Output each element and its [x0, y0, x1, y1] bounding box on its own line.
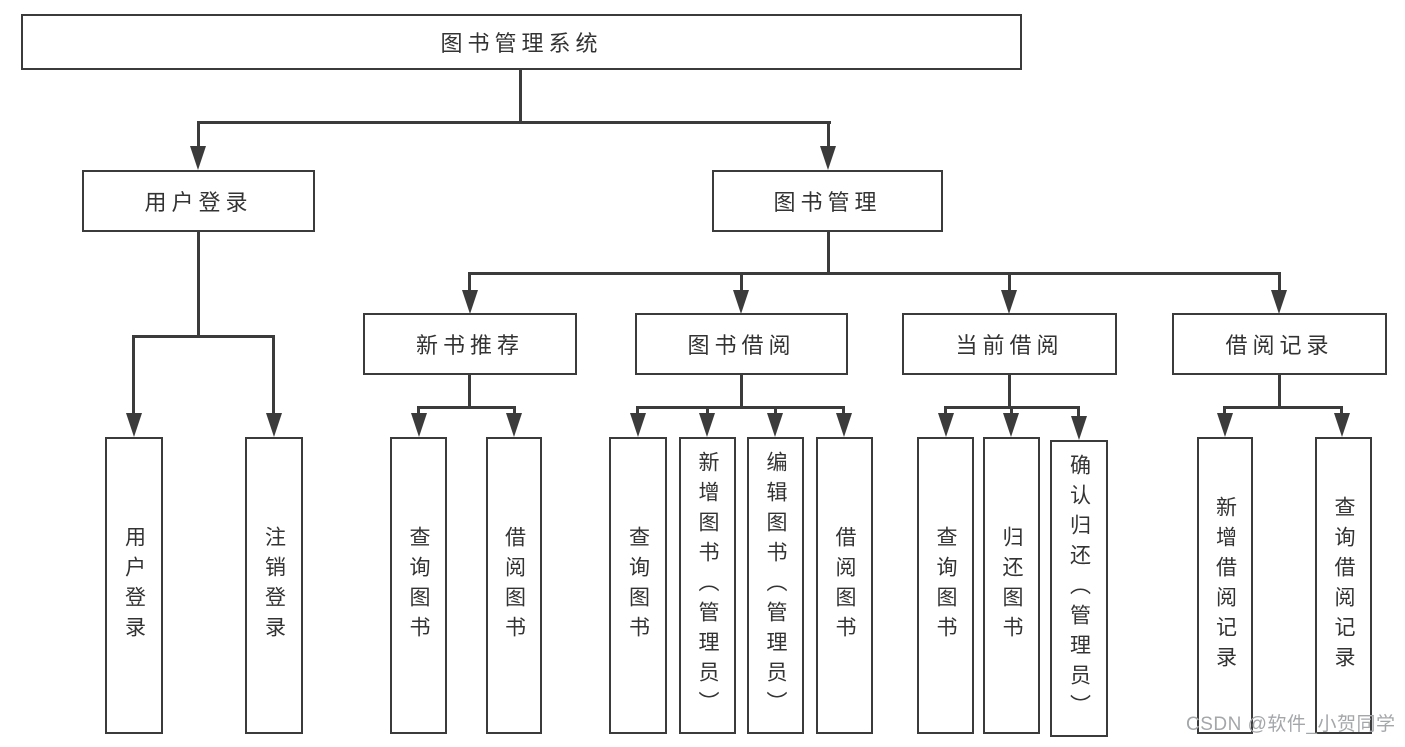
connector-line — [944, 406, 947, 415]
arrowhead-down-icon — [190, 146, 206, 170]
node-borrowing-records: 借阅记录 — [1172, 313, 1387, 375]
connector-line — [197, 121, 831, 124]
connector-line — [740, 375, 743, 408]
connector-line — [272, 335, 275, 415]
leaf-borrow-books-recommend: 借阅图书 — [486, 437, 542, 734]
arrowhead-down-icon — [820, 146, 836, 170]
node-user-login: 用户登录 — [82, 170, 315, 232]
arrowhead-down-icon — [938, 413, 954, 437]
connector-line — [1340, 406, 1343, 415]
leaf-user-login: 用户登录 — [105, 437, 163, 734]
connector-line — [197, 121, 200, 148]
leaf-return-book: 归还图书 — [983, 437, 1040, 734]
arrowhead-down-icon — [836, 413, 852, 437]
arrowhead-down-icon — [1071, 416, 1087, 440]
connector-line — [636, 406, 845, 409]
arrowhead-down-icon — [1001, 290, 1017, 314]
connector-line — [706, 406, 709, 415]
connector-line — [513, 406, 516, 415]
connector-line — [1278, 272, 1281, 291]
connector-line — [197, 232, 200, 336]
connector-line — [1278, 375, 1281, 408]
connector-line — [417, 406, 516, 409]
arrowhead-down-icon — [733, 290, 749, 314]
leaf-query-books-current: 查询图书 — [917, 437, 974, 734]
connector-line — [636, 406, 639, 415]
connector-line — [1223, 406, 1343, 409]
arrowhead-down-icon — [699, 413, 715, 437]
node-current-borrowing: 当前借阅 — [902, 313, 1117, 375]
arrowhead-down-icon — [1334, 413, 1350, 437]
connector-line — [774, 406, 777, 415]
csdn-watermark: CSDN @软件_小贺同学 — [1186, 714, 1396, 735]
leaf-add-borrow-record: 新增借阅记录 — [1197, 437, 1253, 734]
connector-line — [468, 375, 471, 408]
node-new-book-recommendation: 新书推荐 — [363, 313, 577, 375]
arrowhead-down-icon — [1217, 413, 1233, 437]
connector-line — [1077, 406, 1080, 418]
connector-line — [842, 406, 845, 415]
connector-line — [827, 232, 830, 274]
arrowhead-down-icon — [1271, 290, 1287, 314]
connector-line — [468, 272, 1281, 275]
leaf-query-books-recommend: 查询图书 — [390, 437, 447, 734]
leaf-query-books-borrowing: 查询图书 — [609, 437, 667, 734]
connector-line — [132, 335, 135, 415]
node-library-management-system: 图书管理系统 — [21, 14, 1022, 70]
arrowhead-down-icon — [126, 413, 142, 437]
node-book-management: 图书管理 — [712, 170, 943, 232]
leaf-borrow-books-borrowing: 借阅图书 — [816, 437, 873, 734]
arrowhead-down-icon — [462, 290, 478, 314]
leaf-query-borrow-record: 查询借阅记录 — [1315, 437, 1372, 734]
leaf-add-book-admin: 新增图书（管理员） — [679, 437, 736, 734]
connector-line — [519, 69, 522, 122]
arrowhead-down-icon — [266, 413, 282, 437]
leaf-logout: 注销登录 — [245, 437, 303, 734]
connector-line — [1008, 272, 1011, 291]
leaf-confirm-return-admin: 确认归还（管理员） — [1050, 440, 1108, 737]
connector-line — [417, 406, 420, 415]
connector-line — [827, 121, 830, 148]
connector-line — [468, 272, 471, 291]
arrowhead-down-icon — [767, 413, 783, 437]
connector-line — [132, 335, 275, 338]
leaf-edit-book-admin: 编辑图书（管理员） — [747, 437, 804, 734]
arrowhead-down-icon — [506, 413, 522, 437]
arrowhead-down-icon — [630, 413, 646, 437]
arrowhead-down-icon — [411, 413, 427, 437]
connector-line — [1010, 406, 1013, 415]
arrowhead-down-icon — [1003, 413, 1019, 437]
connector-line — [1223, 406, 1226, 415]
connector-line — [1008, 375, 1011, 408]
node-book-borrowing: 图书借阅 — [635, 313, 848, 375]
connector-line — [740, 272, 743, 291]
